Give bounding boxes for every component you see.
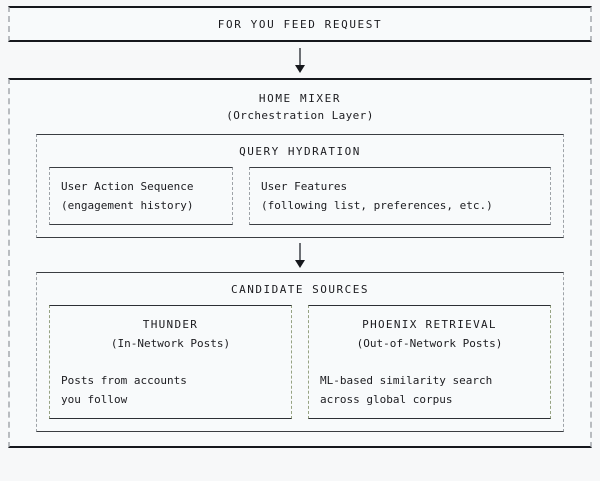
home-mixer-header: HOME MIXER (Orchestration Layer) [10,90,590,134]
candidate-sources-title: CANDIDATE SOURCES [230,283,370,296]
phoenix-retrieval-title: PHOENIX RETRIEVAL [362,318,497,331]
node-query-hydration: QUERY HYDRATION User Action Sequence (en… [36,134,564,238]
for-you-feed-request-label: FOR YOU FEED REQUEST [217,17,383,31]
node-for-you-feed-request: FOR YOU FEED REQUEST [8,6,592,42]
diagram-canvas: FOR YOU FEED REQUEST HOME MIXER (Orchest… [0,6,600,481]
connector-hydration-to-sources [36,238,564,272]
query-hydration-cards: User Action Sequence (engagement history… [37,167,563,225]
user-action-sequence-title: User Action Sequence [61,180,194,193]
card-user-action-sequence: User Action Sequence (engagement history… [49,167,233,225]
card-phoenix-retrieval: PHOENIX RETRIEVAL (Out-of-Network Posts)… [308,305,551,419]
candidate-sources-cards: THUNDER (In-Network Posts) Posts from ac… [37,305,563,419]
home-mixer-body: QUERY HYDRATION User Action Sequence (en… [10,134,590,446]
thunder-desc-line-1: Posts from accounts [61,374,187,387]
card-user-features: User Features (following list, preferenc… [249,167,551,225]
thunder-subtitle: (In-Network Posts) [110,337,231,350]
node-home-mixer: HOME MIXER (Orchestration Layer) QUERY H… [8,78,592,448]
phoenix-retrieval-desc-line-1: ML-based similarity search [320,374,493,387]
phoenix-retrieval-subtitle: (Out-of-Network Posts) [356,337,503,350]
arrowhead-down-icon [295,259,305,268]
connector-stem [299,47,301,65]
user-features-subtitle: (following list, preferences, etc.) [261,199,493,212]
thunder-title: THUNDER [142,318,199,331]
home-mixer-title: HOME MIXER [258,92,342,105]
connector-stem [299,242,301,260]
connector-request-to-mixer [8,42,592,78]
thunder-desc-line-2: you follow [61,393,128,406]
arrowhead-down-icon [295,64,305,73]
phoenix-retrieval-desc-line-2: across global corpus [320,393,453,406]
node-candidate-sources: CANDIDATE SOURCES THUNDER (In-Network Po… [36,272,564,432]
user-features-title: User Features [261,180,348,193]
card-thunder: THUNDER (In-Network Posts) Posts from ac… [49,305,292,419]
user-action-sequence-subtitle: (engagement history) [61,199,194,212]
home-mixer-subtitle: (Orchestration Layer) [226,109,374,122]
query-hydration-title: QUERY HYDRATION [239,145,361,158]
